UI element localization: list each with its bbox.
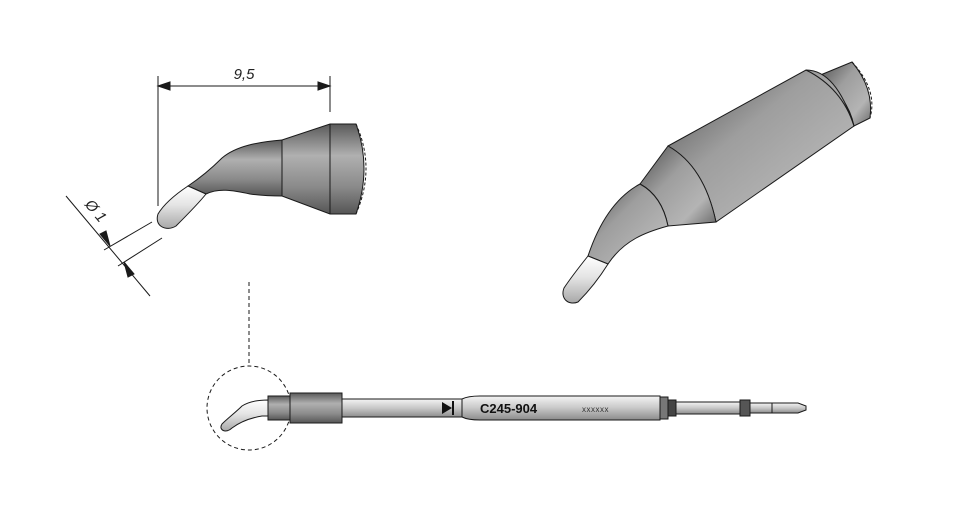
cartridge-pin [749,402,807,414]
cartridge-model: C245-904 [480,401,538,416]
diameter-label: Ø 1 [81,196,110,226]
cartridge-tip [220,399,269,432]
iso-working-end [562,255,609,304]
cartridge-sleeve [289,392,343,424]
tip-working-end [156,185,207,229]
tip-base-cylinder [281,123,365,215]
length-dimension [156,76,332,206]
diameter-dimension [65,195,163,297]
polarity-mark-icon [442,401,454,415]
tip-isometric-view [562,61,873,304]
tip-side-view [156,123,367,229]
cartridge-rear-rod [675,401,741,415]
iso-bent-shank [587,183,669,265]
tip-bent-shank [186,139,283,197]
cartridge-serial: xxxxxx [582,405,609,414]
cartridge-body [461,395,661,421]
length-label: 9,5 [234,66,256,83]
detail-callout [206,282,292,451]
cartridge-full-view: C245-904 xxxxxx [220,392,807,432]
